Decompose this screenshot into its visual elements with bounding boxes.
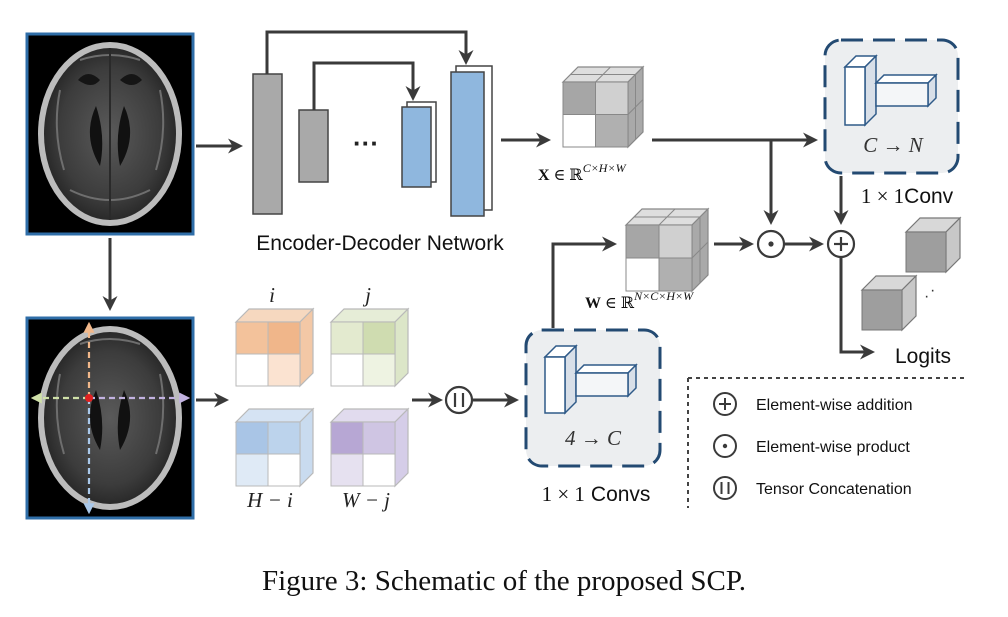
decoder-block-1 [401,106,432,188]
coord-label-j: j [362,283,371,307]
w-feature-label: W ∈ ℝN×C×H×W [585,289,694,312]
encoder-block-1 [252,73,283,215]
legend-addition: Element-wise addition [756,397,913,414]
skip-connection-inner [312,61,421,110]
legend: Element-wise addition Element-wise produ… [687,377,968,508]
arrow-conv-to-w [551,236,617,328]
encoder-block-2 [298,109,329,183]
decoder-block-2 [450,71,485,217]
legend-concat: Tensor Concatenation [756,481,912,498]
encoder-decoder-network: ··· [252,65,493,217]
mri-image-input [25,32,195,236]
coord-cube-h-minus-i [234,407,315,488]
concat-operator [444,385,474,415]
feature-cube-w [624,207,710,293]
coord-label-i: i [269,283,275,307]
conv-top-label: 1 × 1Conv [861,184,954,208]
conv-bottom-mapping: 4 → C [565,426,622,450]
coord-label-w-minus-j: W − j [342,488,390,512]
mri-image-directions [25,316,195,520]
coord-cube-j [329,307,410,388]
figure-caption: Figure 3: Schematic of the proposed SCP. [262,565,746,597]
conv-box-top [823,38,960,175]
x-feature-label: X ∈ ℝC×H×W [538,161,627,184]
logits-stack: · · [860,216,962,332]
legend-addition-icon [713,392,737,416]
skip-connection-outer [265,30,474,74]
coord-label-h-minus-i: H − i [246,488,293,512]
svg-text:·: · [930,282,935,299]
legend-concat-icon [713,476,737,500]
center-point [85,394,93,402]
legend-product-icon [713,434,737,458]
network-label: Encoder-Decoder Network [256,232,504,255]
legend-product: Element-wise product [756,439,910,456]
conv-box-bottom [524,328,662,468]
sum-operator [826,229,856,259]
coord-cube-i [234,307,315,388]
ellipsis: ··· [353,128,379,158]
product-operator [756,229,786,259]
coord-cube-w-minus-j [329,407,410,488]
conv-top-mapping: C → N [863,133,924,157]
logits-label: Logits [895,345,951,368]
feature-cube-x [561,65,645,149]
arrow-sum-to-logits [839,258,875,360]
svg-text:·: · [924,288,929,305]
